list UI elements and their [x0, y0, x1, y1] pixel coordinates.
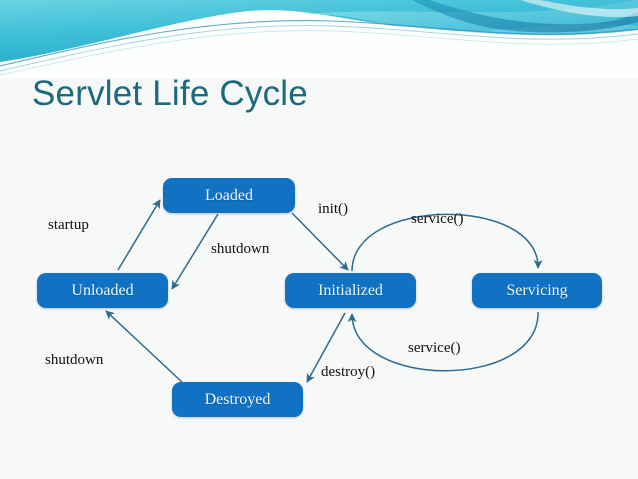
node-initialized[interactable]: Initialized	[285, 273, 416, 308]
node-destroyed[interactable]: Destroyed	[172, 382, 303, 417]
node-loaded-label: Loaded	[205, 186, 253, 204]
edge-shutdown-bottom	[105, 310, 183, 383]
edge-startup	[117, 199, 161, 271]
edge-label-service-bottom: service()	[408, 340, 461, 356]
edge-label-service-top: service()	[411, 211, 464, 227]
edge-init	[291, 212, 349, 271]
edge-label-shutdown-bottom: shutdown	[45, 352, 104, 368]
page-title: Servlet Life Cycle	[32, 74, 308, 113]
node-unloaded-label: Unloaded	[71, 281, 134, 299]
node-initialized-label: Initialized	[318, 281, 383, 299]
node-servicing[interactable]: Servicing	[472, 273, 602, 308]
node-destroyed-label: Destroyed	[204, 390, 271, 408]
node-servicing-label: Servicing	[506, 281, 568, 299]
edge-label-init: init()	[318, 201, 348, 217]
edge-label-startup: startup	[48, 217, 89, 233]
node-unloaded[interactable]: Unloaded	[37, 273, 168, 308]
edge-label-destroy: destroy()	[321, 364, 376, 380]
decorative-wave-banner	[0, 0, 638, 78]
edge-label-shutdown-top: shutdown	[211, 241, 270, 257]
node-loaded[interactable]: Loaded	[163, 178, 295, 213]
